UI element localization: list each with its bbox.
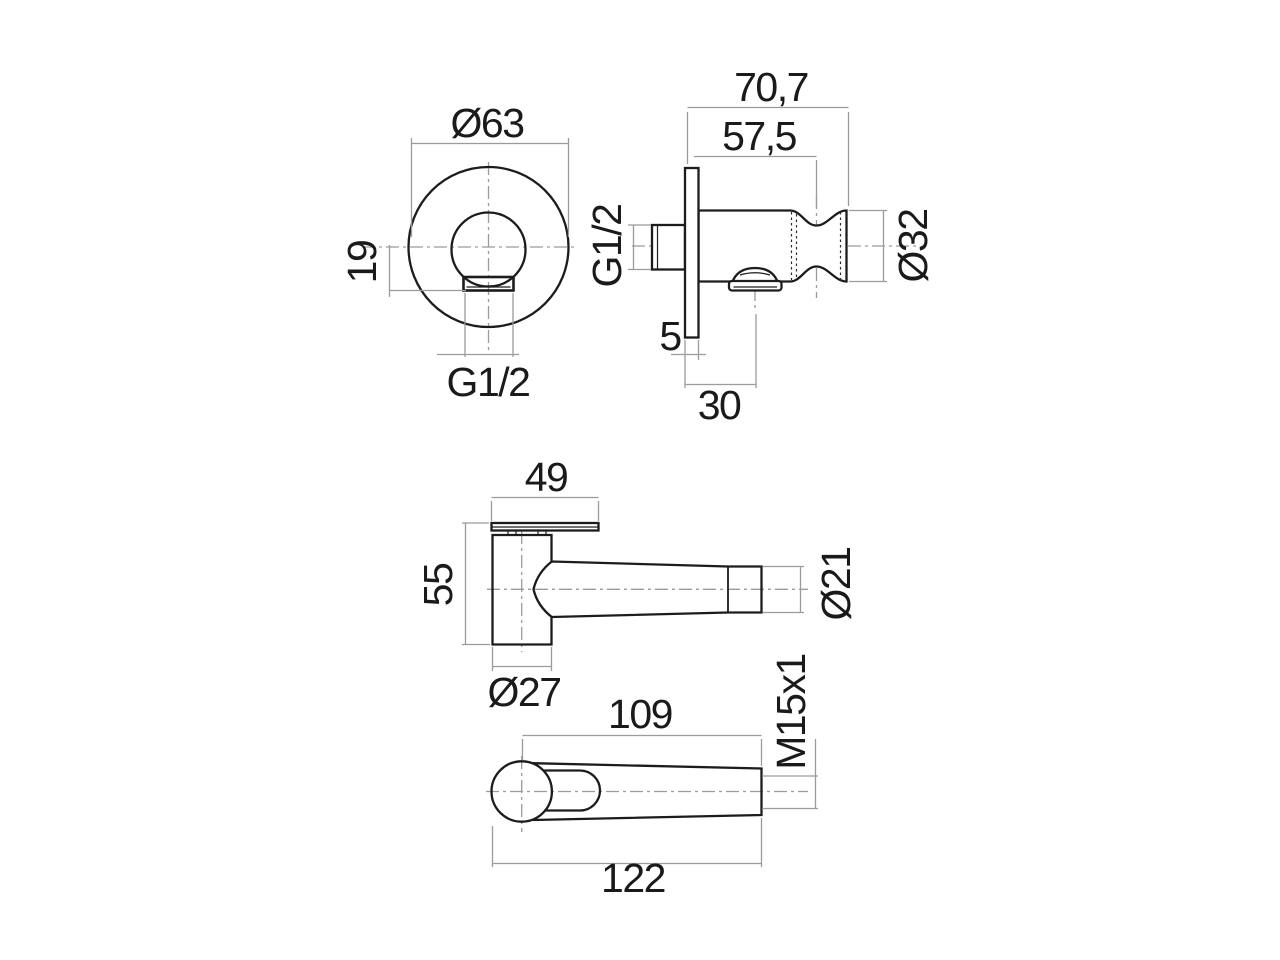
side-view: 70,7 57,5 G1/2 Ø32 5 30 — [584, 64, 936, 428]
spray-head-circle — [490, 760, 554, 823]
spray-head — [491, 533, 553, 646]
dim-side-outlet-distance: 30 — [698, 382, 741, 428]
spray-handle — [532, 560, 729, 619]
dim-top-connection-thread: M15x1 — [768, 654, 814, 770]
dim-top-overall-length: 122 — [601, 855, 665, 901]
dim-side-holder-diameter: Ø32 — [890, 210, 936, 283]
dim-spray-head-height: 55 — [415, 563, 461, 606]
dim-front-thread: G1/2 — [447, 359, 530, 405]
escutcheon-circle — [407, 165, 570, 329]
dim-spray-head-diameter: Ø27 — [488, 669, 561, 715]
front-view: Ø63 19 G1/2 — [339, 100, 576, 405]
handspray-side-view: 49 55 Ø27 Ø21 — [415, 454, 859, 715]
bracket-outline — [462, 275, 515, 292]
dim-front-outlet-offset: 19 — [339, 241, 385, 284]
keyhole-outline — [544, 769, 602, 812]
dim-spray-handle-end-diameter: Ø21 — [813, 548, 859, 621]
outlet-spout-base — [727, 279, 783, 292]
dim-front-outer-diameter: Ø63 — [451, 100, 524, 146]
handspray-top-view: 109 M15x1 122 — [486, 654, 818, 901]
holder-body — [697, 209, 848, 283]
dim-side-total-depth: 70,7 — [734, 64, 808, 110]
handle-outline — [532, 762, 763, 822]
outlet-spout-dome — [730, 266, 780, 285]
handle-end-cap — [728, 565, 763, 614]
dim-side-plate-thickness: 5 — [659, 313, 681, 359]
wall-plate — [683, 166, 700, 339]
dim-top-handle-length: 109 — [608, 691, 672, 737]
dim-side-holder-depth: 57,5 — [722, 113, 796, 159]
dim-spray-head-width: 49 — [525, 454, 568, 500]
dim-side-thread: G1/2 — [584, 205, 630, 288]
